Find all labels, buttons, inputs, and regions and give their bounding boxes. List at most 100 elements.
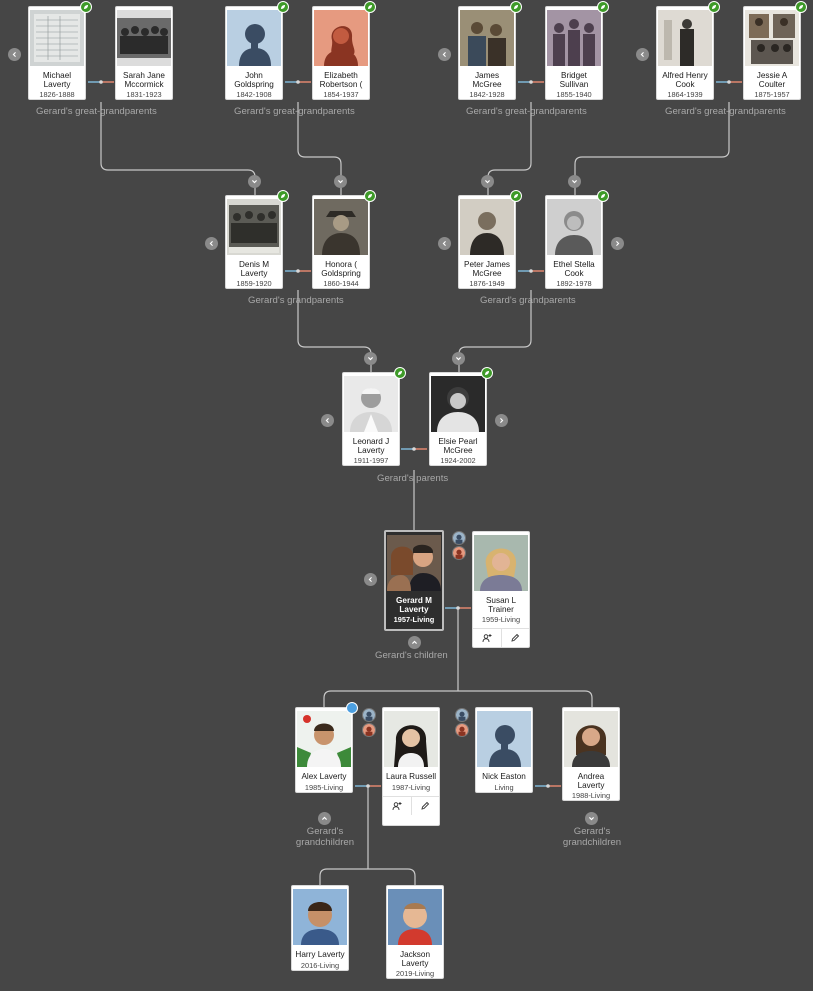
- person-dates: 1875-1957: [754, 90, 790, 100]
- photo-couple-selfie: [387, 535, 441, 591]
- chevron-left-icon[interactable]: [8, 48, 21, 61]
- leaf-hint-icon[interactable]: [364, 190, 376, 202]
- person-name: Harry Laverty: [295, 950, 345, 959]
- person-card-bridget-sullivan[interactable]: Bridget Sullivan 1855-1940: [545, 6, 603, 101]
- chevron-down-icon[interactable]: [334, 175, 347, 188]
- photo-woman-portrait: [314, 199, 368, 255]
- person-dates: 1957-Living: [393, 615, 435, 625]
- add-person-icon[interactable]: [473, 629, 501, 647]
- female-parent-avatar-icon[interactable]: [362, 723, 376, 737]
- person-card-jessie-a-coulter[interactable]: Jessie A Coulter 1875-1957: [743, 6, 801, 101]
- chevron-down-icon[interactable]: [585, 812, 598, 825]
- person-name: Leonard J Laverty: [352, 437, 390, 455]
- pencil-icon[interactable]: [410, 796, 440, 815]
- person-card-leonard-j-laverty[interactable]: Leonard J Laverty 1911-1997: [342, 372, 400, 467]
- person-card-john-goldspring[interactable]: John Goldspring 1842-1908: [225, 6, 283, 101]
- person-card-alex-laverty[interactable]: Alex Laverty 1985-Living: [295, 707, 353, 793]
- caption-grandchildren: Gerard's grandchildren: [295, 826, 355, 848]
- person-dates: 1959-Living: [481, 615, 521, 625]
- leaf-hint-icon[interactable]: [277, 190, 289, 202]
- chevron-up-icon[interactable]: [318, 812, 331, 825]
- chevron-left-icon[interactable]: [205, 237, 218, 250]
- person-card-james-mcgree[interactable]: James McGree 1842-1928: [458, 6, 516, 101]
- photo-group-collage: [745, 10, 799, 66]
- chevron-down-icon[interactable]: [452, 352, 465, 365]
- person-dates: 1842-1908: [236, 90, 272, 100]
- person-card-michael-laverty[interactable]: Michael Laverty 1826-1888: [28, 6, 86, 101]
- leaf-hint-icon[interactable]: [481, 367, 493, 379]
- person-name: Elizabeth Robertson (: [319, 71, 363, 89]
- photo-child-portrait: [293, 889, 347, 945]
- person-card-ethel-stella-cook[interactable]: Ethel Stella Cook 1892-1978: [545, 195, 603, 290]
- person-card-jackson-laverty[interactable]: Jackson Laverty 2019-Living: [386, 885, 444, 980]
- person-name: Andrea Laverty: [577, 772, 605, 790]
- chevron-left-icon[interactable]: [364, 573, 377, 586]
- caption-parents: Gerard's parents: [377, 473, 449, 484]
- female-parent-avatar-icon[interactable]: [452, 546, 466, 560]
- photo-man-portrait: [344, 376, 398, 432]
- person-name: Laura Russell: [385, 772, 437, 781]
- person-name: Ethel Stella Cook: [553, 260, 595, 278]
- person-dates: 1876-1949: [469, 279, 505, 289]
- leaf-hint-icon[interactable]: [510, 190, 522, 202]
- person-card-susan-l-trainer[interactable]: Susan L Trainer 1959-Living: [472, 531, 530, 648]
- person-card-nick-easton[interactable]: Nick Easton Living: [475, 707, 533, 793]
- add-person-icon[interactable]: [383, 797, 411, 815]
- female-parent-avatar-icon[interactable]: [455, 723, 469, 737]
- male-parent-avatar-icon[interactable]: [452, 531, 466, 545]
- chevron-down-icon[interactable]: [248, 175, 261, 188]
- male-parent-avatar-icon[interactable]: [455, 708, 469, 722]
- male-parent-avatar-icon[interactable]: [362, 708, 376, 722]
- leaf-hint-icon[interactable]: [277, 1, 289, 13]
- person-dates: 1826-1888: [39, 90, 75, 100]
- person-dates: 1985-Living: [304, 782, 344, 792]
- person-name: Bridget Sullivan: [559, 71, 589, 89]
- pencil-icon[interactable]: [500, 629, 530, 648]
- person-card-sarah-jane-mccormick[interactable]: Sarah Jane Mccormick 1831-1923: [115, 6, 173, 101]
- person-dates: 1988-Living: [571, 791, 611, 801]
- caption-children: Gerard's children: [375, 650, 448, 661]
- person-card-honora-goldspring[interactable]: Honora ( Goldspring 1860-1944: [312, 195, 370, 290]
- chevron-down-icon[interactable]: [364, 352, 377, 365]
- leaf-hint-icon[interactable]: [597, 190, 609, 202]
- chevron-left-icon[interactable]: [438, 237, 451, 250]
- person-dates: 1854-1937: [323, 90, 359, 100]
- caption-great-grandparents: Gerard's great-grandparents: [665, 106, 786, 117]
- photo-man-standing: [658, 10, 712, 66]
- person-card-laura-russell[interactable]: Laura Russell 1987-Living: [382, 707, 440, 826]
- leaf-hint-icon[interactable]: [597, 1, 609, 13]
- person-dates: 1892-1978: [556, 279, 592, 289]
- leaf-hint-icon[interactable]: [394, 367, 406, 379]
- person-name: James McGree: [472, 71, 502, 89]
- chevron-up-icon[interactable]: [408, 636, 421, 649]
- leaf-hint-icon[interactable]: [364, 1, 376, 13]
- chevron-left-icon[interactable]: [636, 48, 649, 61]
- chevron-down-icon[interactable]: [481, 175, 494, 188]
- person-name: Sarah Jane Mccormick: [123, 71, 165, 89]
- leaf-hint-icon[interactable]: [795, 1, 807, 13]
- person-card-elizabeth-robertson[interactable]: Elizabeth Robertson ( 1854-1937: [312, 6, 370, 101]
- person-dates: 2016-Living: [300, 960, 340, 970]
- person-card-gerard-m-laverty[interactable]: Gerard M Laverty 1957-Living: [384, 530, 444, 632]
- female-silhouette-icon: [314, 10, 368, 66]
- person-card-denis-m-laverty[interactable]: Denis M Laverty 1859-1920: [225, 195, 283, 290]
- person-name: Honora ( Goldspring: [321, 260, 361, 278]
- person-card-peter-james-mcgree[interactable]: Peter James McGree 1876-1949: [458, 195, 516, 290]
- leaf-hint-icon[interactable]: [80, 1, 92, 13]
- person-card-elsie-pearl-mcgree[interactable]: Elsie Pearl McGree 1924-2002: [429, 372, 487, 467]
- chevron-down-icon[interactable]: [568, 175, 581, 188]
- chevron-left-icon[interactable]: [438, 48, 451, 61]
- leaf-hint-icon[interactable]: [708, 1, 720, 13]
- person-dates: 1924-2002: [440, 456, 476, 466]
- chevron-right-icon[interactable]: [495, 414, 508, 427]
- photo-man-portrait: [460, 199, 514, 255]
- photo-group-portrait: [117, 10, 171, 66]
- chevron-right-icon[interactable]: [611, 237, 624, 250]
- person-card-andrea-laverty[interactable]: Andrea Laverty 1988-Living: [562, 707, 620, 802]
- person-card-harry-laverty[interactable]: Harry Laverty 2016-Living: [291, 885, 349, 971]
- leaf-hint-icon[interactable]: [510, 1, 522, 13]
- person-card-alfred-henry-cook[interactable]: Alfred Henry Cook 1864-1939: [656, 6, 714, 101]
- person-dates: Living: [494, 782, 514, 792]
- chevron-left-icon[interactable]: [321, 414, 334, 427]
- dna-match-icon[interactable]: [346, 702, 358, 714]
